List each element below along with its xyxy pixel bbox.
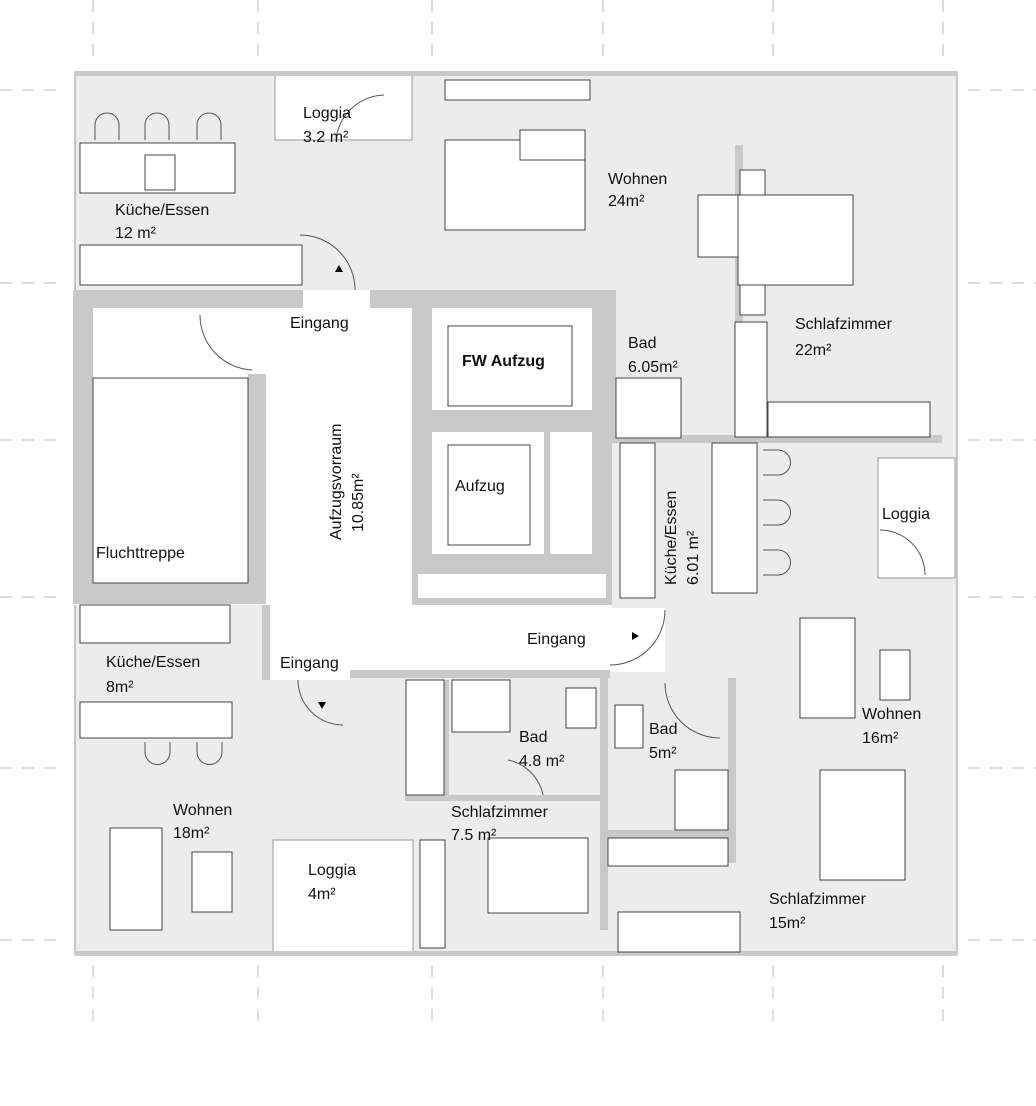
eingang-left-label: Eingang xyxy=(280,655,339,672)
wohnen-24-label: Wohnen xyxy=(608,171,667,188)
bad-48-area: 4.8 m² xyxy=(519,753,565,770)
loggia-bottom-floor xyxy=(272,839,414,953)
loggia-top-area: 3.2 m² xyxy=(303,129,349,146)
kueche-601-area: 6.01 m² xyxy=(685,530,702,585)
fw-aufzug-label: FW Aufzug xyxy=(462,353,545,370)
grid-lines xyxy=(0,0,1036,1025)
bad-605-area: 6.05m² xyxy=(628,359,678,376)
schlaf-75-area: 7.5 m² xyxy=(451,827,497,844)
loggia-top-floor xyxy=(274,74,413,141)
kueche-8-label: Küche/Essen xyxy=(106,654,200,671)
kueche-12-label: Küche/Essen xyxy=(115,202,209,219)
bad-5-area: 5m² xyxy=(649,745,677,762)
wohnen-16-area: 16m² xyxy=(862,730,899,747)
bad-605-label: Bad xyxy=(628,335,656,352)
schlaf-75-label: Schlafzimmer xyxy=(451,804,549,821)
loggia-bottom-area: 4m² xyxy=(308,886,336,903)
vorraum-area: 10.85m² xyxy=(350,473,367,532)
fluchttreppe-label: Fluchttreppe xyxy=(96,545,185,562)
vorraum-label: Aufzugsvorraum xyxy=(328,424,345,541)
eingang-top-label: Eingang xyxy=(290,315,349,332)
eingang-right-label: Eingang xyxy=(527,631,586,648)
kueche-8-area: 8m² xyxy=(106,679,134,696)
kueche-12-area: 12 m² xyxy=(115,225,157,242)
loggia-bottom-label: Loggia xyxy=(308,862,356,879)
loggia-right-floor xyxy=(877,457,956,579)
schlaf-15-label: Schlafzimmer xyxy=(769,891,867,908)
furniture xyxy=(79,79,931,953)
wohnen-18-label: Wohnen xyxy=(173,802,232,819)
schlaf-15-area: 15m² xyxy=(769,915,806,932)
kueche-601-label: Küche/Essen xyxy=(663,491,680,585)
wohnen-18-area: 18m² xyxy=(173,825,210,842)
bad-5-label: Bad xyxy=(649,721,677,738)
wohnen-16-label: Wohnen xyxy=(862,706,921,723)
wohnen-24-area: 24m² xyxy=(608,193,645,210)
loggia-right-label: Loggia xyxy=(882,506,930,523)
aufzug-label: Aufzug xyxy=(455,478,505,495)
loggia-top-label: Loggia xyxy=(303,105,351,122)
schlaf-22-area: 22m² xyxy=(795,342,832,359)
schlaf-22-label: Schlafzimmer xyxy=(795,316,893,333)
bad-48-label: Bad xyxy=(519,729,547,746)
